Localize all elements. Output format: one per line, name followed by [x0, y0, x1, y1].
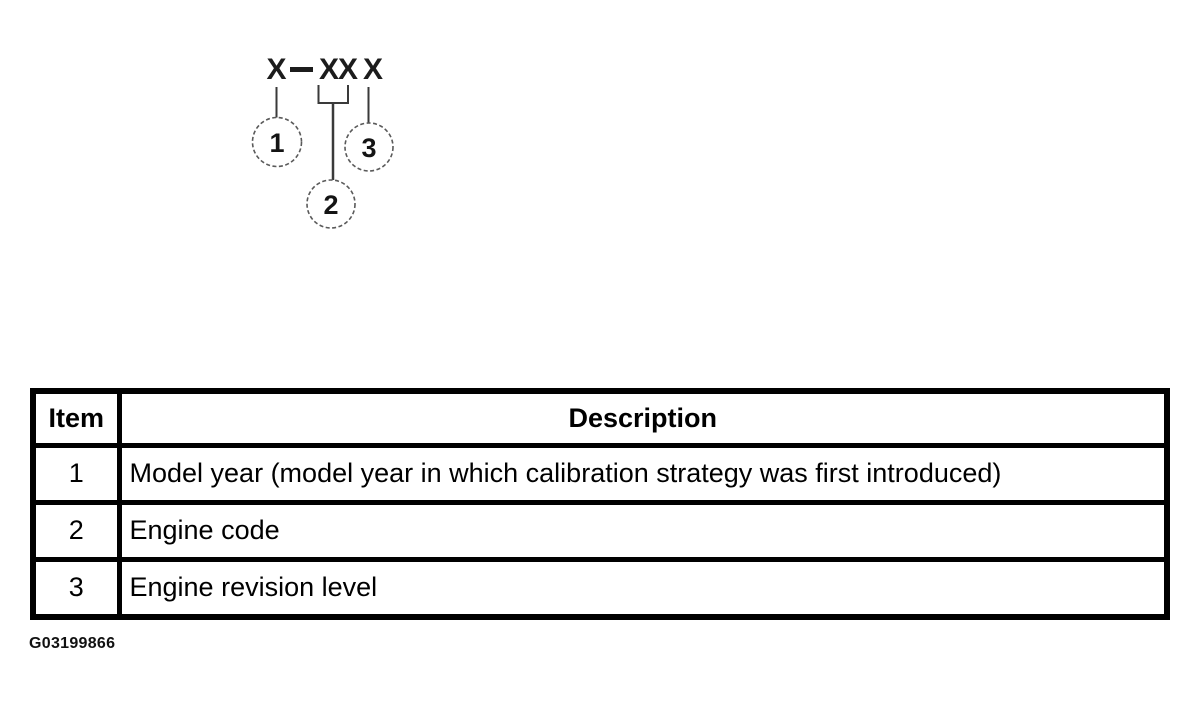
item-number: 1	[30, 443, 122, 505]
item-description: Model year (model year in which calibrat…	[116, 443, 1170, 505]
callout-circle-1	[251, 116, 303, 168]
callout-circle-3	[344, 122, 394, 172]
pattern-engine-code-xx: XX	[319, 53, 358, 86]
item-column-header: Item	[30, 388, 122, 448]
callout-number-3: 3	[361, 133, 376, 163]
item-description-table: Item Description 1 Model year (model yea…	[30, 388, 1170, 620]
table-row: 2 Engine code	[30, 500, 1170, 562]
callout-number-1: 1	[269, 128, 284, 158]
callout-number-2: 2	[323, 190, 338, 220]
table-header-row: Item Description	[30, 388, 1170, 448]
bracket-line-2	[317, 85, 349, 104]
item-description: Engine revision level	[116, 557, 1170, 620]
pattern-revision-x: X	[363, 53, 383, 86]
item-number: 3	[30, 557, 122, 620]
pattern-model-year-x: X	[266, 53, 286, 86]
item-description: Engine code	[116, 500, 1170, 562]
callout-circle-2	[306, 179, 356, 229]
table-row: 3 Engine revision level	[30, 557, 1170, 620]
item-number: 2	[30, 500, 122, 562]
table-row: 1 Model year (model year in which calibr…	[30, 443, 1170, 505]
figure-id: G03199866	[29, 635, 116, 652]
code-pattern-diagram: X XX X 1 2 3	[251, 53, 394, 229]
description-column-header: Description	[116, 388, 1170, 448]
